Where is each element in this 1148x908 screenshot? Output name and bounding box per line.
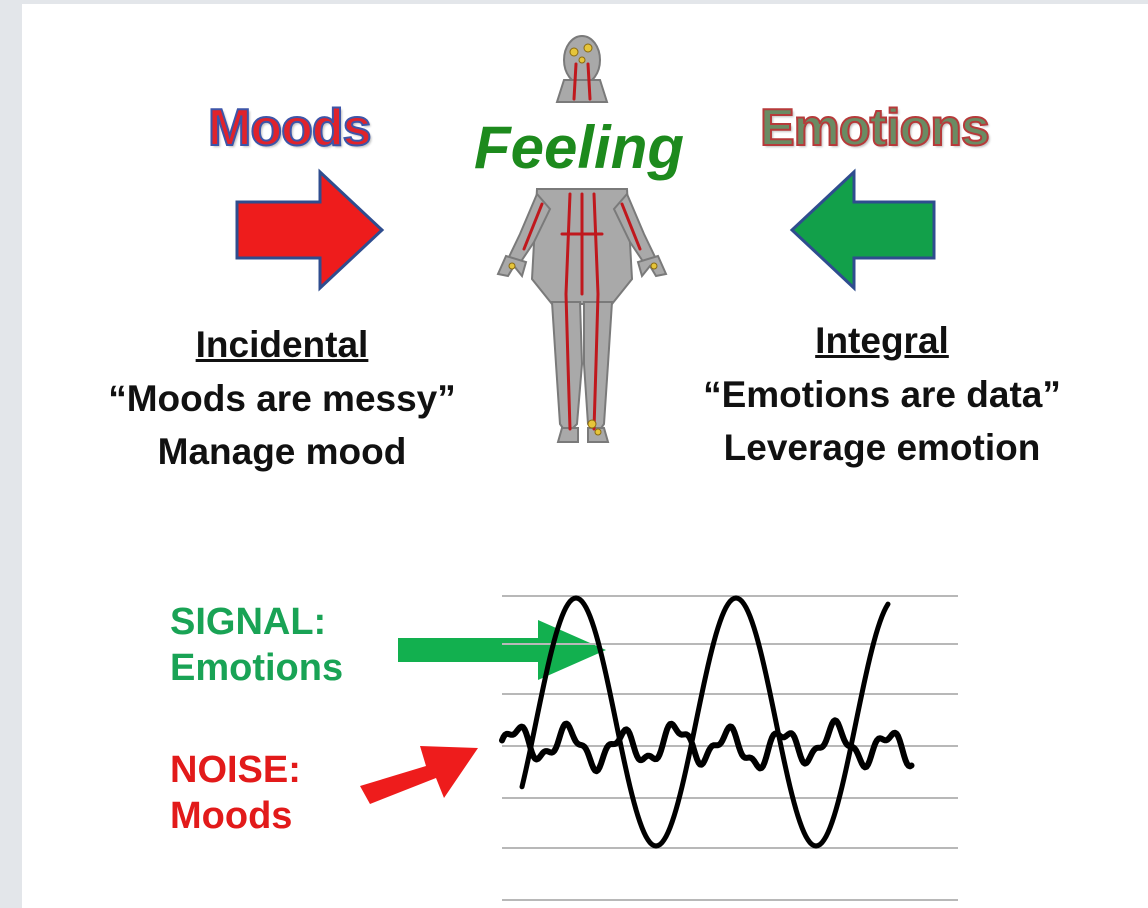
feeling-title: Feeling bbox=[468, 118, 690, 182]
slide-canvas: Moods Emotions Feeling Incidental “Moods… bbox=[22, 4, 1148, 908]
